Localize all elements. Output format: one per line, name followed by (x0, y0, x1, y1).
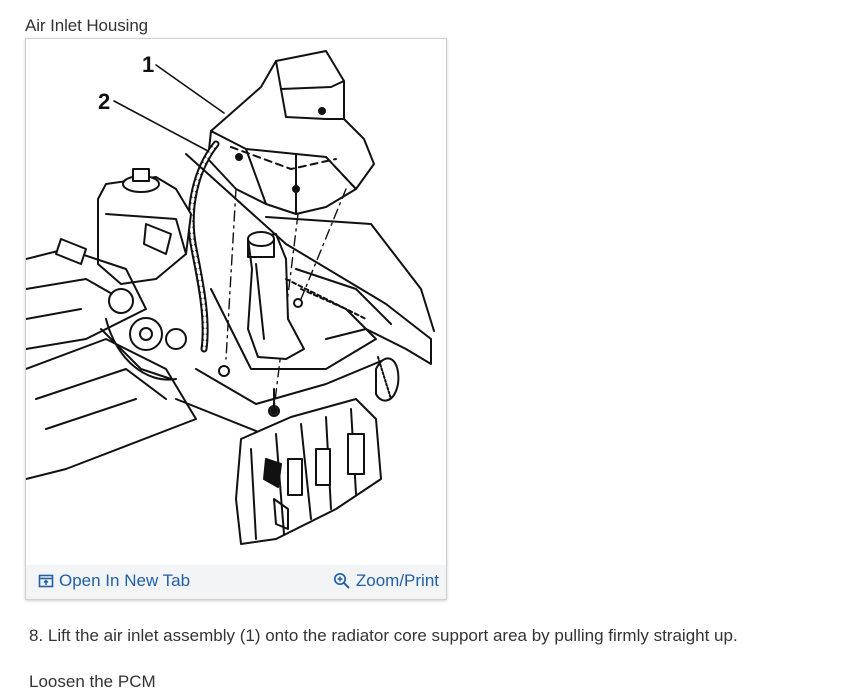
figure-container: 1 2 (25, 38, 447, 600)
callout-1: 1 (142, 52, 154, 77)
open-in-new-tab-button[interactable]: Open In New Tab (38, 571, 190, 591)
open-in-new-tab-label: Open In New Tab (59, 571, 191, 590)
step-8-instruction: 8. Lift the air inlet assembly (1) onto … (29, 626, 738, 645)
open-new-tab-icon (38, 574, 54, 588)
next-step-partial: Loosen the PCM (29, 672, 156, 691)
zoom-print-button[interactable]: Zoom/Print (333, 571, 439, 591)
figure-toolbar: Open In New Tab Zoom/Print (26, 565, 446, 599)
figure-caption: Air Inlet Housing (25, 16, 149, 35)
callout-2: 2 (98, 89, 110, 114)
air-inlet-diagram: 1 2 (26, 50, 435, 545)
zoom-magnifier-icon (333, 572, 350, 589)
zoom-print-label: Zoom/Print (355, 571, 439, 590)
